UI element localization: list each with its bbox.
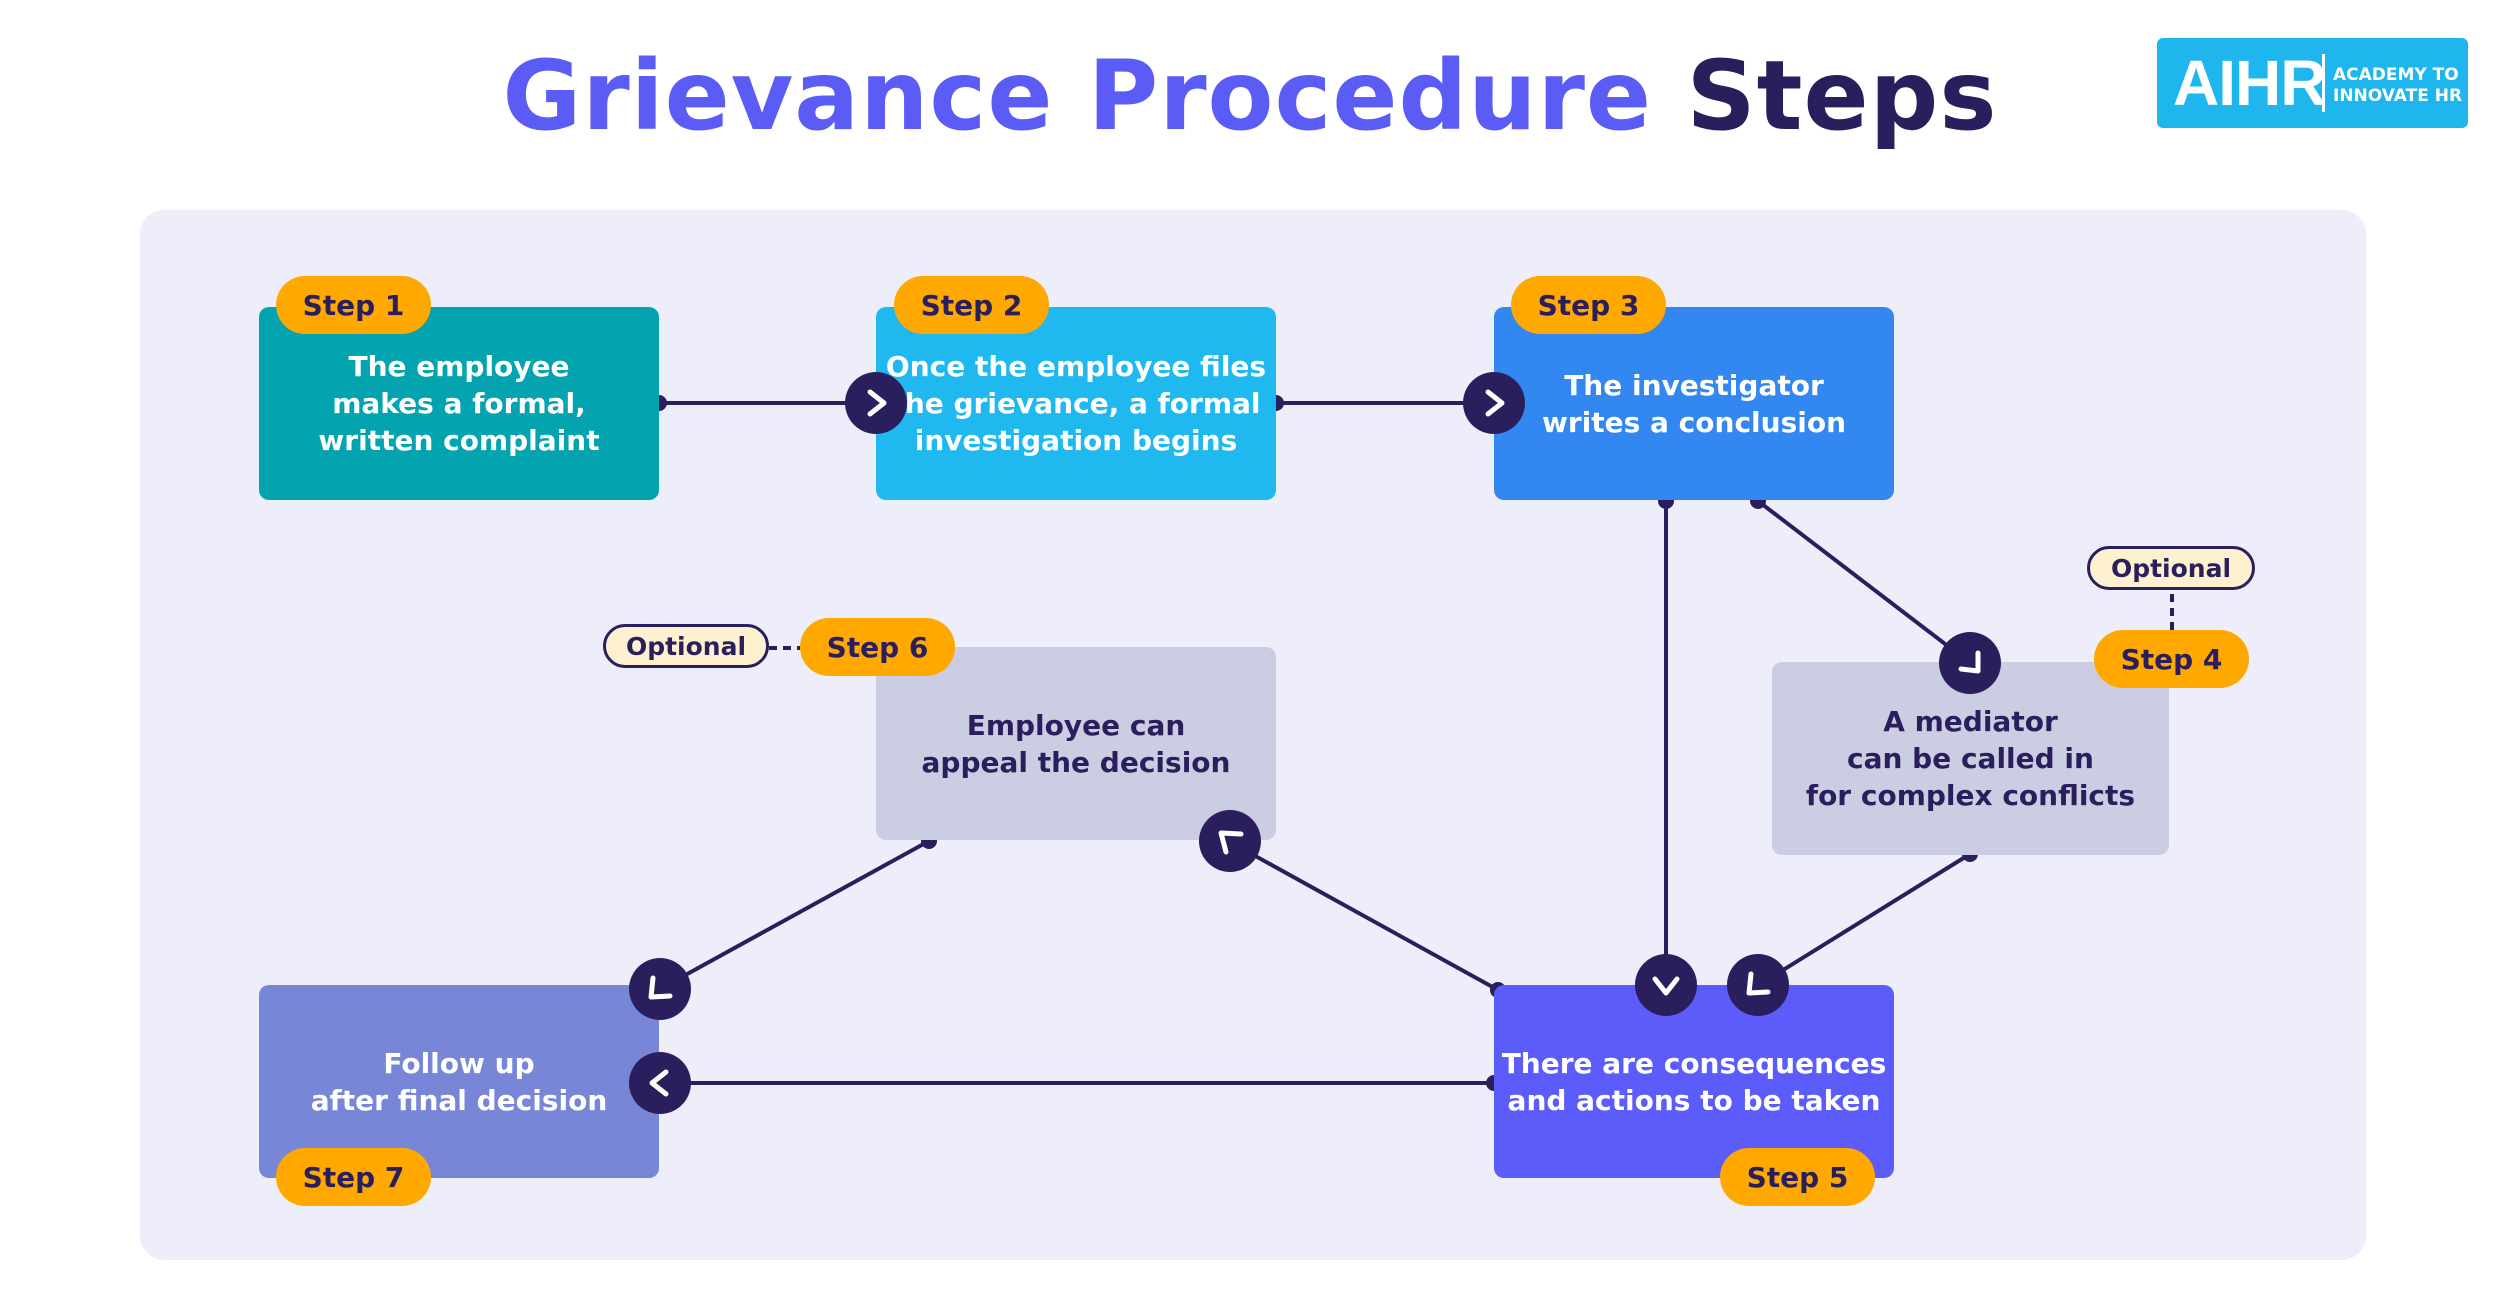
arrow-down-left-icon xyxy=(629,958,691,1020)
step1-box: The employee makes a formal, written com… xyxy=(259,307,659,500)
arrow-right-icon xyxy=(1463,372,1525,434)
connector-step4-step5 xyxy=(1757,852,1972,987)
aihr-logo: AIHR ACADEMY TO INNOVATE HR xyxy=(2157,38,2468,128)
step6-box: Employee can appeal the decision xyxy=(876,647,1276,840)
step7-badge: Step 7 xyxy=(276,1148,431,1206)
logo-tagline-line1: ACADEMY TO xyxy=(2333,65,2459,85)
step7-box: Follow up after final decision xyxy=(259,985,659,1178)
step4-box: A mediator can be called in for complex … xyxy=(1772,662,2169,855)
step3-text: The investigator writes a conclusion xyxy=(1541,368,1847,439)
logo-tagline: ACADEMY TO INNOVATE HR xyxy=(2333,65,2462,107)
title-rest: Steps xyxy=(1686,40,1998,152)
arrow-right-icon xyxy=(845,372,907,434)
optional-tag-step4: Optional xyxy=(2087,546,2255,590)
step6-badge: Step 6 xyxy=(800,618,955,676)
step4-badge: Step 4 xyxy=(2094,630,2249,688)
step5-box: There are consequences and actions to be… xyxy=(1494,985,1894,1178)
connector-step3-step4 xyxy=(1756,499,1972,665)
connector-step5-step6 xyxy=(1229,840,1499,992)
step2-box: Once the employee files the grievance, a… xyxy=(876,307,1276,500)
arrow-down-right-icon xyxy=(1939,632,2001,694)
step2-badge: Step 2 xyxy=(894,276,1049,334)
step1-text: The employee makes a formal, written com… xyxy=(318,350,600,457)
page-title: Grievance Procedure Steps xyxy=(0,40,2500,152)
step2-text: Once the employee files the grievance, a… xyxy=(885,350,1267,457)
logo-divider xyxy=(2322,54,2325,112)
step5-badge: Step 5 xyxy=(1720,1148,1875,1206)
arrow-down-icon xyxy=(1635,954,1697,1016)
arrow-up-left-icon xyxy=(1199,810,1261,872)
logo-mark: AIHR xyxy=(2173,47,2326,119)
step7-text: Follow up after final decision xyxy=(310,1046,608,1117)
step6-text: Employee can appeal the decision xyxy=(921,708,1231,779)
step3-box: The investigator writes a conclusion xyxy=(1494,307,1894,500)
optional-tag-step6: Optional xyxy=(603,624,769,668)
title-highlight: Grievance Procedure xyxy=(502,40,1653,152)
arrow-down-left-icon xyxy=(1727,954,1789,1016)
step5-text: There are consequences and actions to be… xyxy=(1501,1046,1887,1117)
connector-step6-step7 xyxy=(659,839,930,991)
arrow-left-icon xyxy=(629,1052,691,1114)
step4-text: A mediator can be called in for complex … xyxy=(1805,705,2136,812)
step3-badge: Step 3 xyxy=(1511,276,1666,334)
step1-badge: Step 1 xyxy=(276,276,431,334)
logo-tagline-line2: INNOVATE HR xyxy=(2333,86,2463,106)
